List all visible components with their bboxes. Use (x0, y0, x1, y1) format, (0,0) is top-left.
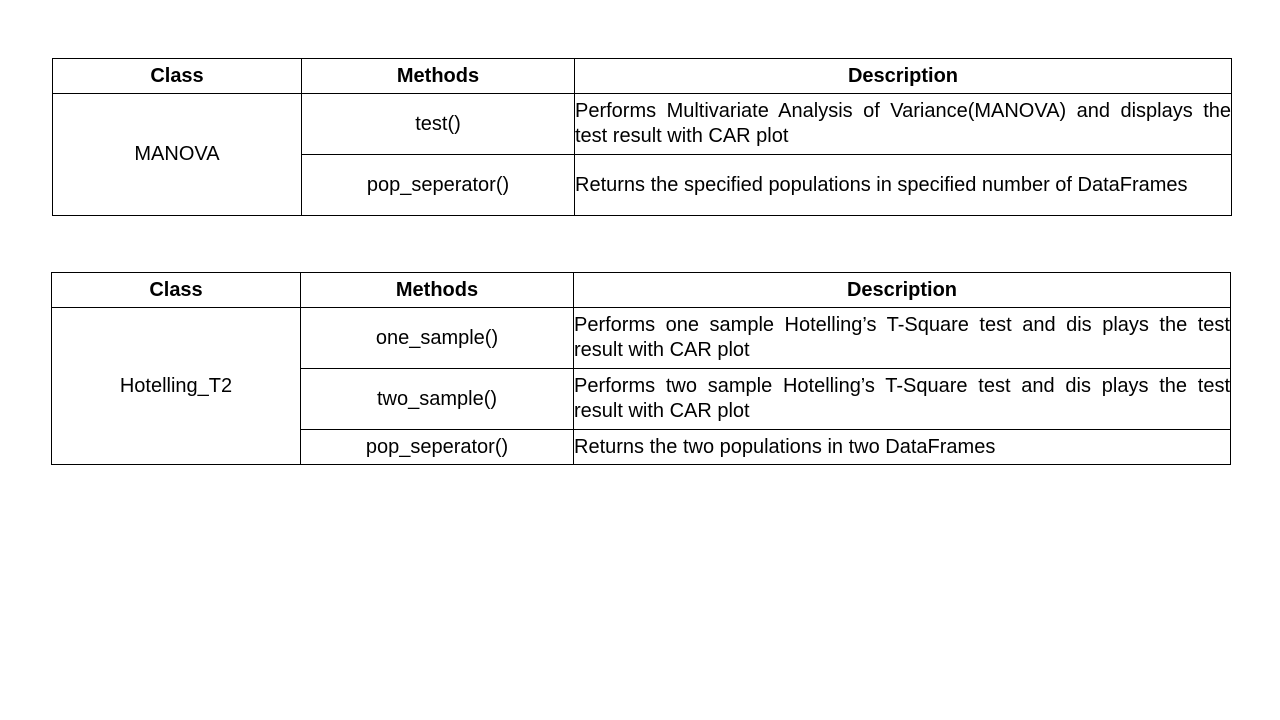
table-row: two_sample() Performs two sample Hotelli… (52, 368, 1231, 430)
hotelling-methods-table: Class Methods Description Hotelling_T2 o… (51, 272, 1231, 465)
description-cell: Returns the two populations in two DataF… (573, 429, 1231, 465)
table-header-row: Class Methods Description (51, 272, 1231, 308)
class-header: Class (52, 58, 302, 94)
class-header: Class (51, 272, 301, 308)
class-name-cell: Hotelling_T2 (51, 307, 301, 465)
table-row: pop_seperator() Returns the two populati… (52, 429, 1231, 465)
methods-header: Methods (300, 272, 574, 308)
method-cell: pop_seperator() (301, 154, 575, 216)
description-cell: Performs one sample Hotelling’s T-Square… (573, 307, 1231, 369)
methods-header: Methods (301, 58, 575, 94)
method-cell: one_sample() (300, 307, 574, 369)
method-cell: pop_seperator() (300, 429, 574, 465)
method-cell: two_sample() (300, 368, 574, 430)
method-cell: test() (301, 93, 575, 155)
table-row: Hotelling_T2 one_sample() Performs one s… (51, 307, 1231, 465)
class-name-cell: MANOVA (52, 93, 302, 216)
manova-methods-table: Class Methods Description MANOVA test() … (52, 58, 1232, 216)
description-cell: Returns the specified populations in spe… (574, 154, 1232, 216)
description-header: Description (574, 58, 1232, 94)
description-header: Description (573, 272, 1231, 308)
description-cell: Performs Multivariate Analysis of Varian… (574, 93, 1232, 155)
table-row: pop_seperator() Returns the specified po… (53, 154, 1232, 216)
table-header-row: Class Methods Description (52, 58, 1232, 94)
description-cell: Performs two sample Hotelling’s T-Square… (573, 368, 1231, 430)
table-row: MANOVA test() Performs Multivariate Anal… (52, 93, 1232, 216)
